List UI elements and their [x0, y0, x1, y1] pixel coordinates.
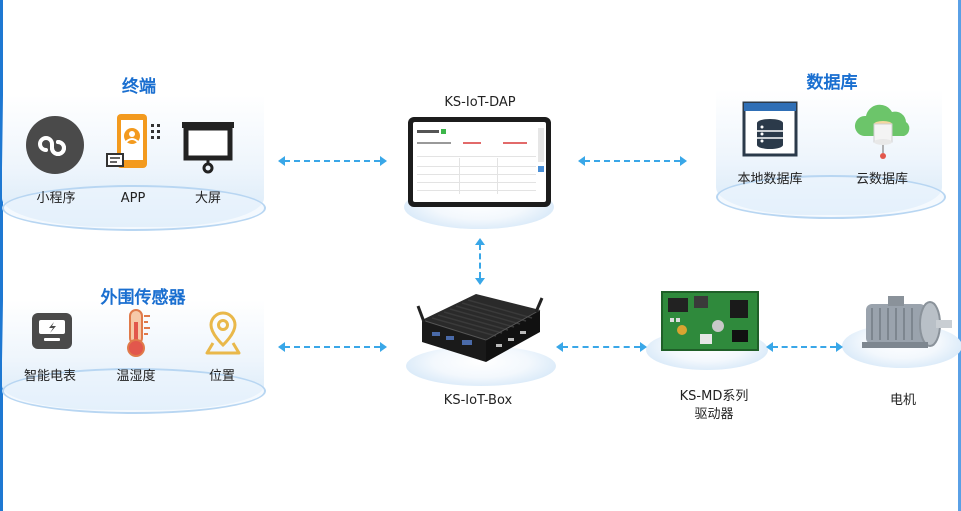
- arrow-dap-right: [578, 156, 585, 166]
- arrow-driver-left: [640, 342, 647, 352]
- smart-meter-label: 智能电表: [23, 369, 77, 384]
- arrow-dap-down: [475, 238, 485, 245]
- arrow-box-right: [556, 342, 563, 352]
- mini-program-icon[interactable]: [26, 116, 84, 174]
- arrow-sensors: [278, 342, 285, 352]
- right-border: [958, 0, 961, 511]
- driver-label-line1: KS-MD系列: [679, 389, 749, 404]
- arrow-database: [680, 156, 687, 166]
- cloud-database-icon[interactable]: [850, 98, 916, 164]
- database-panel-rim: [716, 175, 946, 219]
- local-database-label: 本地数据库: [737, 172, 803, 187]
- smart-meter-icon[interactable]: [30, 311, 74, 351]
- mini-program-label: 小程序: [36, 191, 76, 206]
- iot-box-icon[interactable]: [412, 280, 546, 368]
- arrow-dap-left: [380, 156, 387, 166]
- link-box-driver: [562, 346, 640, 348]
- driver-label-line2: 驱动器: [694, 407, 734, 422]
- big-screen-icon[interactable]: [180, 118, 236, 174]
- iot-box-label: KS-IoT-Box: [443, 393, 513, 408]
- arrow-box-up: [475, 278, 485, 285]
- thermometer-label: 温湿度: [116, 369, 156, 384]
- app-label: APP: [120, 191, 146, 206]
- dap-tablet-screen: [413, 122, 546, 202]
- link-driver-motor: [772, 346, 836, 348]
- arrow-terminal-left: [278, 156, 285, 166]
- motor-label: 电机: [889, 393, 917, 408]
- location-pin-icon[interactable]: [204, 310, 242, 356]
- database-title: 数据库: [806, 73, 858, 93]
- thermometer-icon[interactable]: [120, 308, 154, 358]
- arrow-driver-right: [766, 342, 773, 352]
- driver-board-icon[interactable]: [660, 290, 760, 354]
- sensors-panel-rim: [2, 368, 266, 414]
- cloud-database-label: 云数据库: [855, 172, 909, 187]
- terminal-panel-rim: [2, 185, 266, 231]
- sensors-title: 外围传感器: [100, 288, 186, 308]
- left-border: [0, 0, 3, 511]
- location-label: 位置: [208, 369, 236, 384]
- motor-icon[interactable]: [852, 292, 956, 358]
- link-dap-box: [479, 244, 481, 278]
- link-dap-database: [584, 160, 680, 162]
- driver-label: KS-MD系列 驱动器: [680, 388, 749, 424]
- arrow-box-left: [380, 342, 387, 352]
- link-terminal-dap: [284, 160, 380, 162]
- terminal-title: 终端: [122, 77, 156, 97]
- big-screen-label: 大屏: [194, 191, 222, 206]
- mobile-app-icon[interactable]: [103, 110, 163, 176]
- dap-title: KS-IoT-DAP: [444, 95, 516, 110]
- link-sensors-box: [284, 346, 380, 348]
- local-database-icon[interactable]: [742, 101, 798, 161]
- arrow-motor: [836, 342, 843, 352]
- dap-tablet[interactable]: [408, 117, 551, 207]
